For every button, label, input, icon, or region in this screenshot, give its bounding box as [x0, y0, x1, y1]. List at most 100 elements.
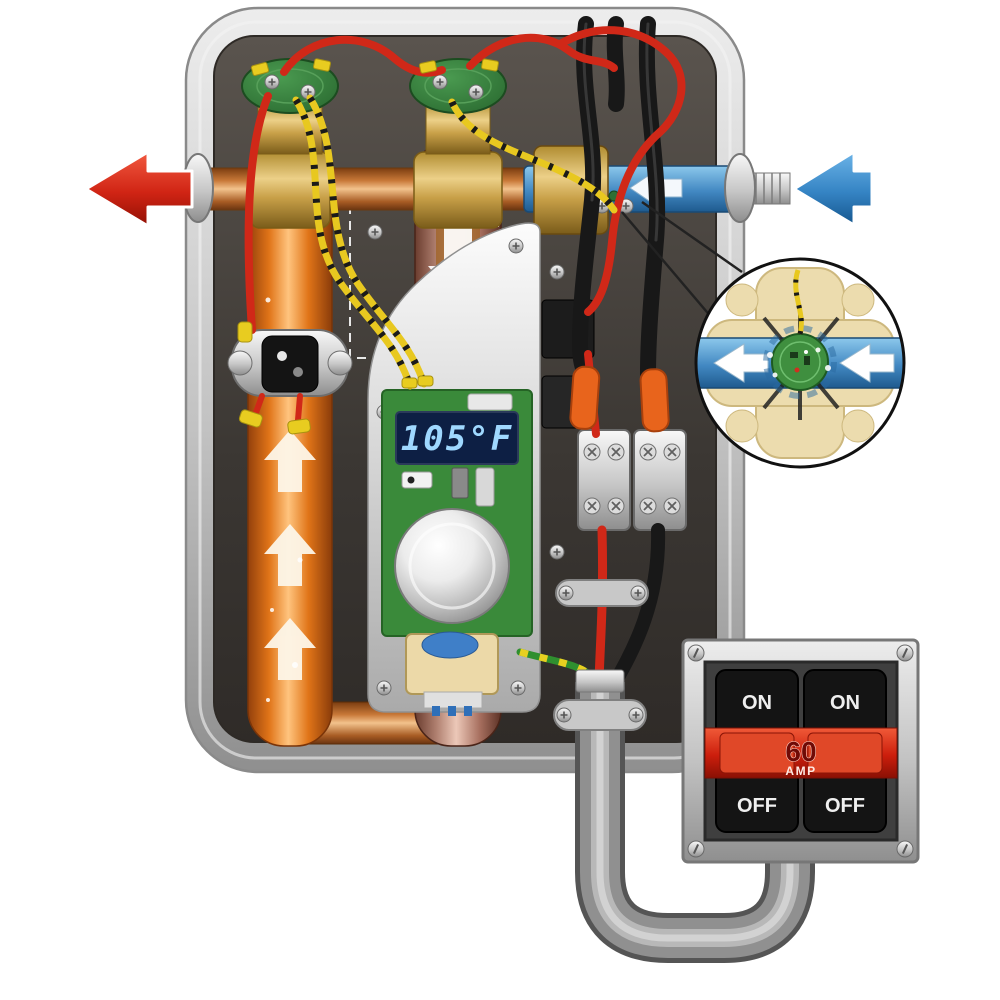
brass-tee-middle — [413, 151, 503, 229]
panel-corner-screw — [896, 644, 914, 662]
temperature-reading: 105°F — [401, 419, 513, 459]
sensor-ring — [779, 341, 821, 383]
panel-screw — [549, 264, 565, 280]
spade-terminal — [237, 321, 253, 343]
up-arrow-icon — [264, 524, 316, 586]
thermostat-contact — [293, 367, 303, 377]
yellow-wire-stripes — [293, 98, 414, 388]
flow-sensor-magnifier — [694, 257, 906, 469]
temperature-knob[interactable] — [394, 508, 510, 624]
cable-clamp-lower — [553, 699, 647, 731]
magnifier-border — [694, 257, 906, 469]
inlet-flange — [724, 153, 756, 223]
terminal-screw — [583, 443, 601, 461]
transformer-base — [423, 691, 483, 709]
panel-corner-screw — [687, 840, 705, 858]
transformer-coil — [421, 631, 479, 659]
spade-terminal — [313, 58, 331, 72]
bracket-screw — [376, 680, 392, 696]
sensor-chip — [790, 352, 798, 358]
red-wire-to-conduit — [594, 525, 608, 687]
cap-screw — [468, 84, 484, 100]
sensor-yellow-wire — [793, 269, 804, 335]
breaker-rocker-left[interactable] — [719, 732, 795, 774]
spade-terminal — [401, 377, 418, 389]
panel-corner-screw — [687, 644, 705, 662]
breaker-on-label-left: ON — [742, 692, 772, 714]
conduit-connector — [575, 669, 625, 693]
terminal-block — [633, 429, 687, 531]
breaker-rating-unit: AMP — [785, 764, 816, 778]
flow-left-arrow-icon — [839, 343, 895, 383]
bracket-screw — [510, 680, 526, 696]
red-wire — [466, 33, 618, 72]
up-arrow-icon — [264, 618, 316, 680]
control-board: 105°F — [381, 389, 533, 637]
crimp-connectors — [237, 58, 670, 435]
panel-screw — [367, 224, 383, 240]
valve-lobe — [725, 409, 759, 443]
transformer-pin — [448, 706, 456, 716]
red-wire — [244, 92, 272, 334]
conduit — [575, 669, 815, 963]
terminal-screw — [607, 497, 625, 515]
thermostat-ear — [227, 350, 253, 376]
terminal-block — [577, 429, 631, 531]
cold-water-in-arrow-icon — [792, 150, 874, 227]
panel-screw — [549, 544, 565, 560]
yellow-wire-stripes — [307, 96, 428, 386]
yellow-sensor-wire — [448, 98, 618, 214]
breaker-panel: ON ON 60 AMP OFF OFF — [681, 638, 920, 864]
orange-crimp — [569, 365, 601, 430]
spray-dots — [767, 347, 831, 378]
heat-rise-arrows — [264, 430, 316, 680]
up-arrow-icon — [264, 430, 316, 492]
hot-water-out-arrow-icon — [84, 150, 194, 228]
cap-screw — [264, 74, 280, 90]
bracket-screw — [508, 238, 524, 254]
red-wire — [556, 26, 686, 316]
breaker-off-label-right: OFF — [825, 795, 865, 817]
spade-terminal — [419, 60, 437, 74]
clamp-screw — [558, 585, 574, 601]
high-limit-thermostat — [227, 329, 353, 397]
thermostat-body — [261, 335, 319, 393]
thermostat-contact — [277, 351, 287, 361]
clamp-screw — [556, 707, 572, 723]
sensor-dot — [804, 350, 808, 354]
cap-screw — [432, 74, 448, 90]
panel-corner-screw — [896, 840, 914, 858]
temperature-display — [395, 411, 519, 465]
spade-terminal — [481, 58, 499, 72]
terminal-screw — [663, 497, 681, 515]
terminal-screw — [663, 443, 681, 461]
board-connector — [467, 393, 513, 411]
board-led — [407, 476, 415, 484]
transformer-pin — [432, 706, 440, 716]
valve-lobe — [841, 409, 875, 443]
clamp-screw — [630, 585, 646, 601]
board-component — [451, 467, 469, 499]
transformer-pin — [464, 706, 472, 716]
valve-lobe — [725, 283, 759, 317]
cable-clamp-upper — [555, 579, 649, 607]
breaker-rocker-right[interactable] — [807, 732, 883, 774]
orange-crimp — [639, 368, 670, 433]
knob-ring — [408, 522, 496, 610]
clamp-screw — [628, 707, 644, 723]
terminal-screw — [583, 497, 601, 515]
spade-terminal — [250, 62, 270, 76]
valve-lobe — [841, 283, 875, 317]
thermostat-ear — [327, 350, 353, 376]
inlet-threads — [755, 173, 781, 204]
breaker-rating-value: 60 — [785, 736, 816, 767]
breaker-off-label-left: OFF — [737, 795, 777, 817]
spade-terminal — [417, 375, 434, 387]
cable-highlight — [582, 22, 595, 202]
terminal-screw — [639, 497, 657, 515]
terminal-blocks — [577, 429, 687, 531]
sensor-led — [794, 367, 800, 373]
sensor-chip — [804, 356, 810, 365]
